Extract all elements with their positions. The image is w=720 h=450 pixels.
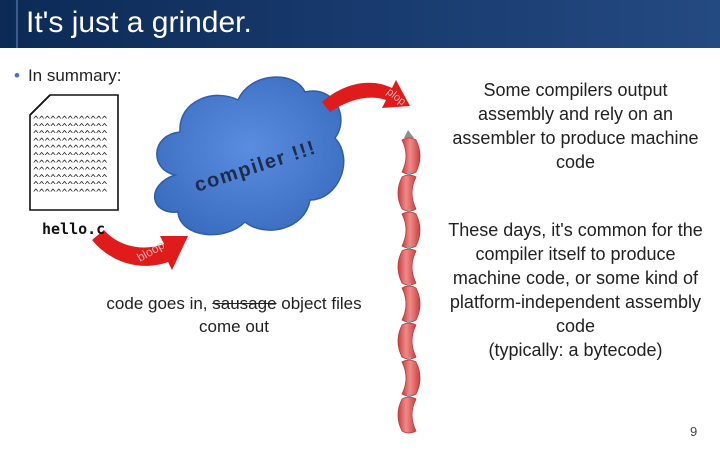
caption-struck-word: sausage (212, 294, 276, 313)
source-file-icon: ^^^^^^^^^^^^^^^^^^^^^^^^^^^^^^^^^^^^^^^^… (30, 95, 118, 210)
compiler-cloud: compiler !!! (155, 77, 344, 235)
sausage-link (402, 212, 420, 248)
chain-tip-icon (404, 130, 414, 138)
note-machine-code: These days, it's common for the compiler… (448, 218, 703, 362)
note-assembler: Some compilers output assembly and rely … (448, 78, 703, 174)
sausage-chain (398, 130, 420, 433)
grinder-caption: code goes in, sausage object files come … (100, 292, 368, 338)
output-arrow: plop (322, 80, 410, 112)
sausage-link (398, 249, 416, 285)
caption-before: code goes in, (106, 294, 212, 313)
note-bytecode-text: (typically: a bytecode) (448, 338, 703, 362)
sausage-link (402, 286, 420, 322)
file-code-line: ^^^^^^^^^^^^^ (33, 188, 108, 199)
note-machine-code-text: These days, it's common for the compiler… (448, 218, 703, 338)
page-number: 9 (690, 424, 697, 439)
sausage-link (398, 323, 416, 359)
sausage-link (402, 138, 420, 174)
sausage-link (398, 175, 416, 211)
input-arrow: bloop (92, 230, 188, 270)
sausage-link (398, 397, 416, 433)
file-name: hello.c (42, 220, 105, 238)
sausage-link (402, 360, 420, 396)
